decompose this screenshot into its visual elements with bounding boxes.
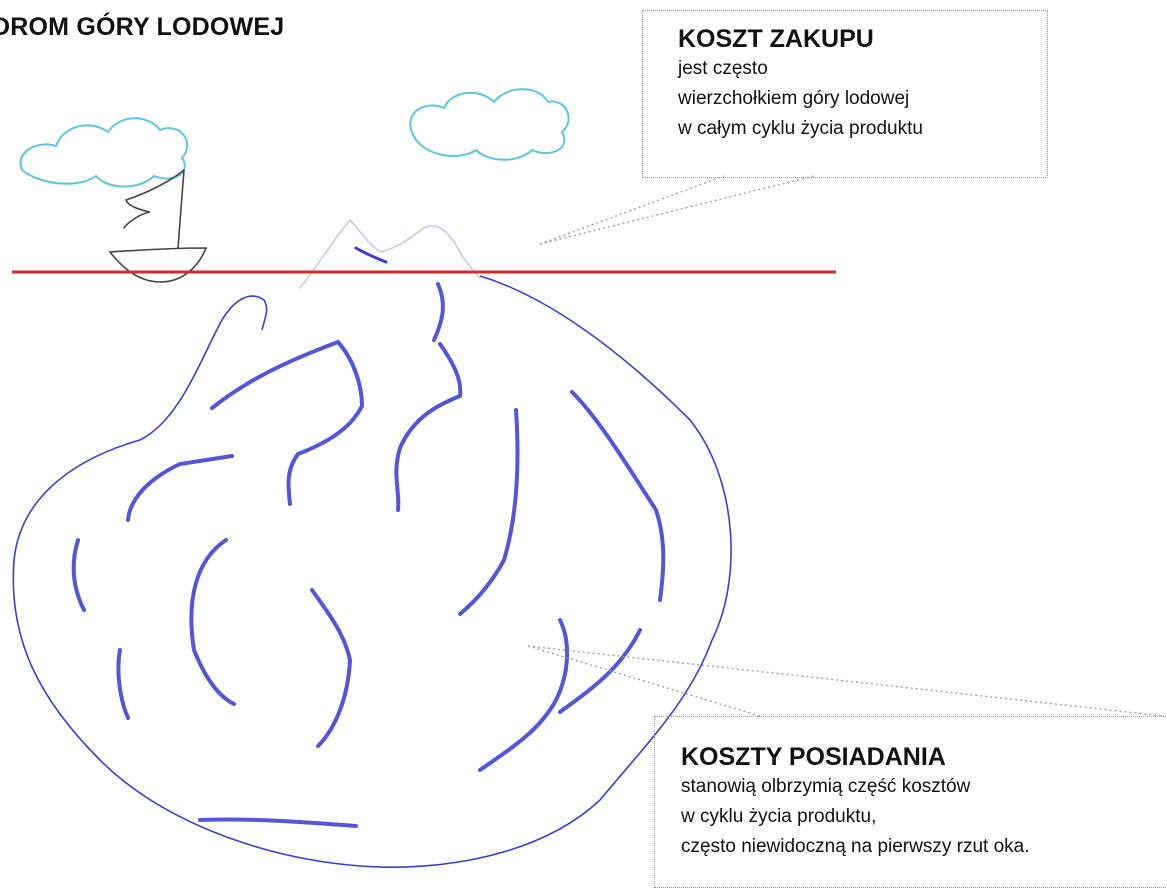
cloud-right-icon bbox=[409, 88, 570, 161]
callout-leaders bbox=[527, 175, 1165, 717]
ownership-cost-line: stanowią olbrzymią część kosztów bbox=[681, 776, 971, 797]
cloud-left-icon bbox=[19, 117, 189, 188]
purchase-cost-heading: KOSZT ZAKUPU bbox=[678, 25, 874, 53]
sailboat-icon bbox=[108, 169, 208, 283]
ownership-cost-heading: KOSZTY POSIADANIA bbox=[681, 743, 946, 771]
purchase-cost-callout: KOSZT ZAKUPU jest często wierzchołkiem g… bbox=[642, 10, 1048, 178]
ownership-cost-line: w cyklu życia produktu, bbox=[681, 806, 877, 827]
iceberg-tip bbox=[299, 218, 481, 289]
purchase-cost-line: w całym cyklu życia produktu bbox=[678, 118, 923, 139]
iceberg-outline bbox=[12, 275, 732, 868]
iceberg-texture bbox=[71, 282, 666, 828]
ownership-cost-callout: KOSZTY POSIADANIA stanowią olbrzymią czę… bbox=[654, 716, 1167, 888]
purchase-cost-line: jest często bbox=[678, 58, 768, 79]
ownership-cost-line: często niewidoczną na pierwszy rzut oka. bbox=[681, 836, 1030, 857]
page-title: DROM GÓRY LODOWEJ bbox=[0, 13, 285, 41]
purchase-cost-line: wierzchołkiem góry lodowej bbox=[678, 88, 910, 109]
